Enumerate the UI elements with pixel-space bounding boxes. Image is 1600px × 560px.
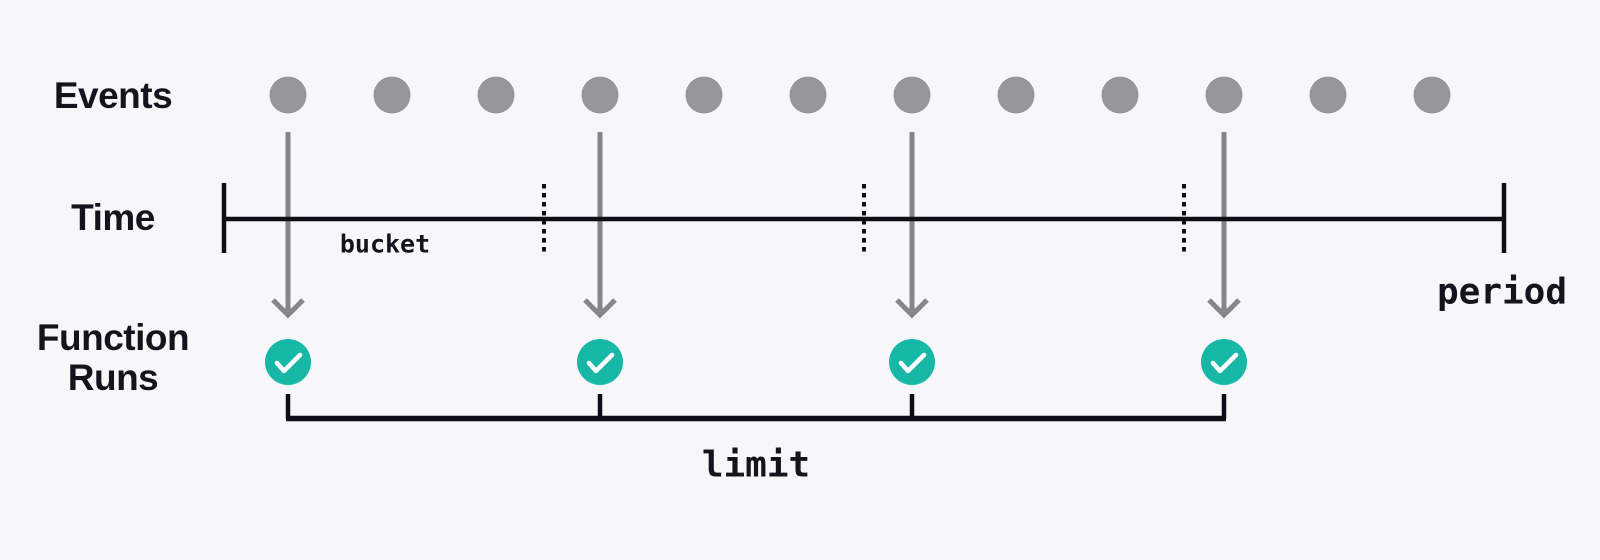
event-dot [581, 76, 619, 114]
arrow-head-icon [583, 298, 617, 319]
event-dot [789, 76, 827, 114]
function-run-badge [889, 339, 935, 385]
event-dot [893, 76, 931, 114]
period-annotation: period [1436, 271, 1568, 313]
bucket-annotation: bucket [339, 229, 431, 259]
event-dot [997, 76, 1035, 114]
limit-annotation: limit [701, 444, 811, 486]
check-icon [898, 352, 927, 374]
event-dot [1309, 76, 1347, 114]
function-run-badge [265, 339, 311, 385]
event-dot [269, 76, 307, 114]
arrow-head-icon [271, 298, 305, 319]
events-row-label: Events [53, 75, 173, 116]
function-run-badge [1201, 339, 1247, 385]
check-icon [1210, 352, 1239, 374]
check-icon [274, 352, 303, 374]
time-row-label: Time [71, 197, 155, 238]
event-dot [477, 76, 515, 114]
event-dot [373, 76, 411, 114]
event-dot [1413, 76, 1451, 114]
function-run-badge [577, 339, 623, 385]
event-dot [1101, 76, 1139, 114]
event-dot [685, 76, 723, 114]
event-dot [1205, 76, 1243, 114]
arrow-head-icon [1207, 298, 1241, 319]
function-runs-row-label: Function Runs [36, 317, 190, 398]
check-icon [586, 352, 615, 374]
arrow-head-icon [895, 298, 929, 319]
